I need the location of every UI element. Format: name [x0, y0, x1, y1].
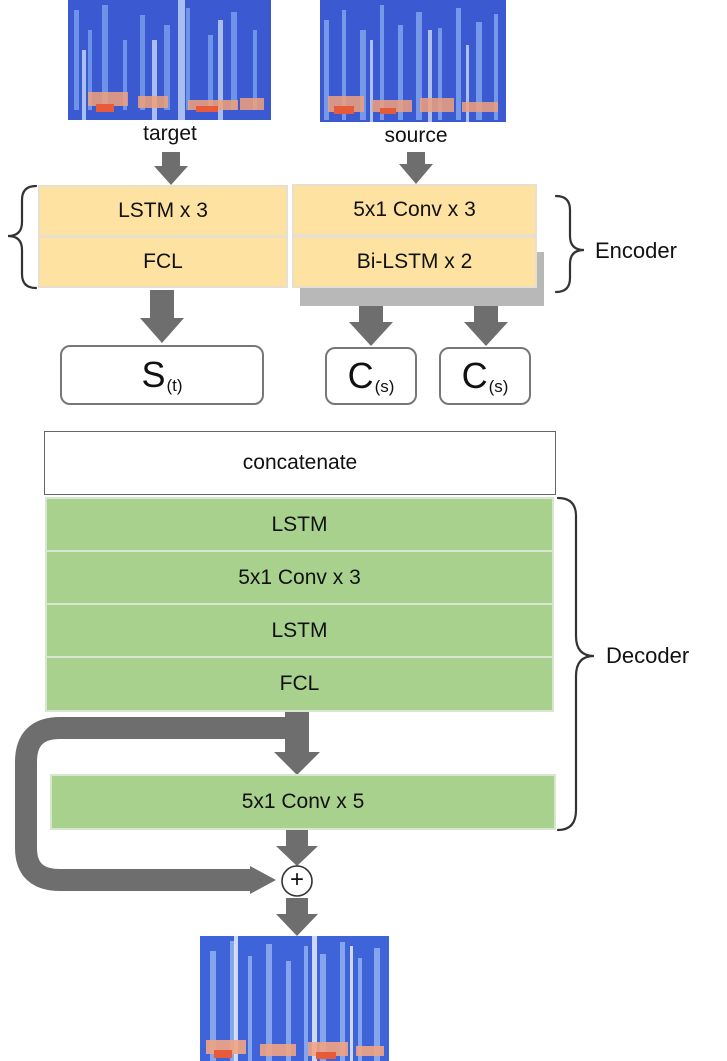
decoder-layer-lstm-2: LSTM — [45, 603, 554, 658]
arrow-residual-to-add — [250, 866, 276, 894]
encoder-label: Encoder — [595, 238, 677, 263]
target-spectrogram-image — [68, 0, 271, 120]
concatenate-box: concatenate — [44, 431, 556, 495]
arrow-target-to-encoder — [154, 152, 188, 185]
source-spectrogram-image — [320, 0, 506, 122]
arrow-add-to-output — [276, 898, 318, 936]
encoder-source-conv: 5x1 Conv x 3 — [292, 184, 537, 236]
target-spectrogram — [68, 0, 271, 120]
content-embedding-symbol-b: C(s) — [461, 355, 509, 396]
content-embedding-symbol-a: C(s) — [347, 355, 395, 396]
decoder-label: Decoder — [606, 643, 690, 668]
content-embedding-box-a: C(s) — [325, 347, 417, 405]
speaker-embedding-symbol: S(t) — [141, 354, 183, 395]
arrow-source-to-encoder — [399, 152, 433, 184]
target-label: target — [143, 122, 197, 145]
source-spectrogram — [320, 0, 506, 122]
encoder-target-fcl: FCL — [38, 236, 288, 288]
encoder-target-lstm: LSTM x 3 — [38, 185, 288, 237]
arrow-fcl-to-speaker — [140, 290, 184, 343]
encoder-source-bilstm: Bi-LSTM x 2 — [292, 236, 537, 288]
arrow-postnet-to-add — [276, 830, 318, 866]
residual-connection — [15, 717, 297, 891]
arrow-bilstm-to-content-b — [464, 306, 508, 346]
postnet-conv: 5x1 Conv x 5 — [50, 774, 556, 830]
brace-target-encoder — [7, 184, 38, 290]
decoder-layer-fcl: FCL — [45, 656, 554, 712]
source-label: source — [384, 124, 448, 147]
add-symbol: + — [289, 866, 304, 893]
content-embedding-box-b: C(s) — [439, 347, 531, 405]
arrow-bilstm-to-content-a — [349, 306, 393, 346]
brace-decoder — [556, 496, 595, 832]
add-node — [281, 865, 313, 897]
decoder-layer-conv: 5x1 Conv x 3 — [45, 550, 554, 605]
output-spectrogram-image — [200, 936, 389, 1061]
decoder-layer-lstm-1: LSTM — [45, 497, 554, 552]
speaker-embedding-box: S(t) — [60, 345, 264, 405]
brace-encoder — [554, 194, 585, 294]
output-spectrogram — [200, 936, 389, 1061]
